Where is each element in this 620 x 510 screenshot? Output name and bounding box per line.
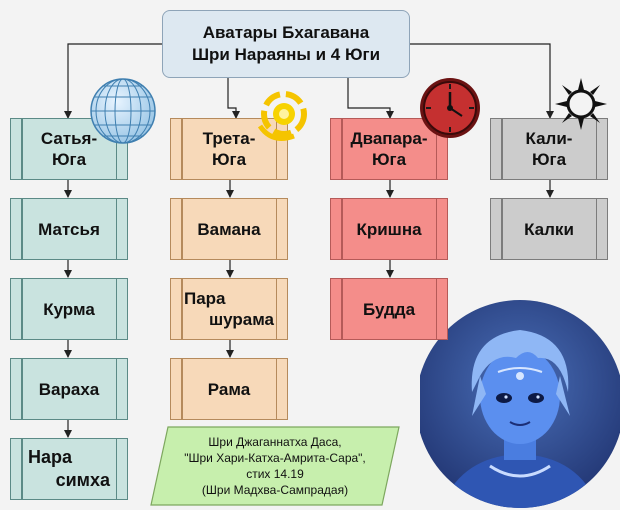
avatar-narasimha: Нара симха bbox=[10, 438, 128, 500]
avatar-kalki: Калки bbox=[490, 198, 608, 260]
avatar-krishna: Кришна bbox=[330, 198, 448, 260]
yuga-kali: Кали- Юга bbox=[490, 118, 608, 180]
citation-line-4: (Шри Мадхва-Сампрадая) bbox=[201, 483, 349, 497]
sun-icon bbox=[257, 91, 307, 141]
avatar-vamana: Вамана bbox=[170, 198, 288, 260]
citation-box: Шри Джаганнатха Даса, "Шри Хари-Катха-Ам… bbox=[150, 426, 400, 506]
globe-icon bbox=[90, 78, 156, 144]
connector-title-kali bbox=[410, 43, 554, 119]
avatar-matsya: Матсья bbox=[10, 198, 128, 260]
citation-line-1: Шри Джаганнатха Даса, bbox=[208, 435, 342, 449]
citation-line-3: стих 14.19 bbox=[246, 467, 304, 481]
title-line-1: Аватары Бхагавана bbox=[202, 23, 370, 42]
diagram-title: Аватары Бхагавана Шри Нараяны и 4 Юги bbox=[162, 10, 410, 78]
connector-title-treta bbox=[227, 78, 240, 119]
avatar-parashurama: Пара шурама bbox=[170, 278, 288, 340]
avatar-rama: Рама bbox=[170, 358, 288, 420]
connector-title-dvapara bbox=[347, 78, 394, 119]
connector-title-satya bbox=[64, 43, 162, 119]
clock-icon bbox=[420, 78, 480, 138]
avatar-kurma: Курма bbox=[10, 278, 128, 340]
deity-portrait bbox=[420, 300, 620, 508]
avatar-varaha: Вараха bbox=[10, 358, 128, 420]
yuga-treta: Трета- Юга bbox=[170, 118, 288, 180]
citation-line-2: "Шри Хари-Катха-Амрита-Сара", bbox=[184, 451, 366, 465]
avatar-buddha: Будда bbox=[330, 278, 448, 340]
dark-sun-icon bbox=[555, 78, 607, 130]
title-line-2: Шри Нараяны и 4 Юги bbox=[191, 45, 381, 64]
